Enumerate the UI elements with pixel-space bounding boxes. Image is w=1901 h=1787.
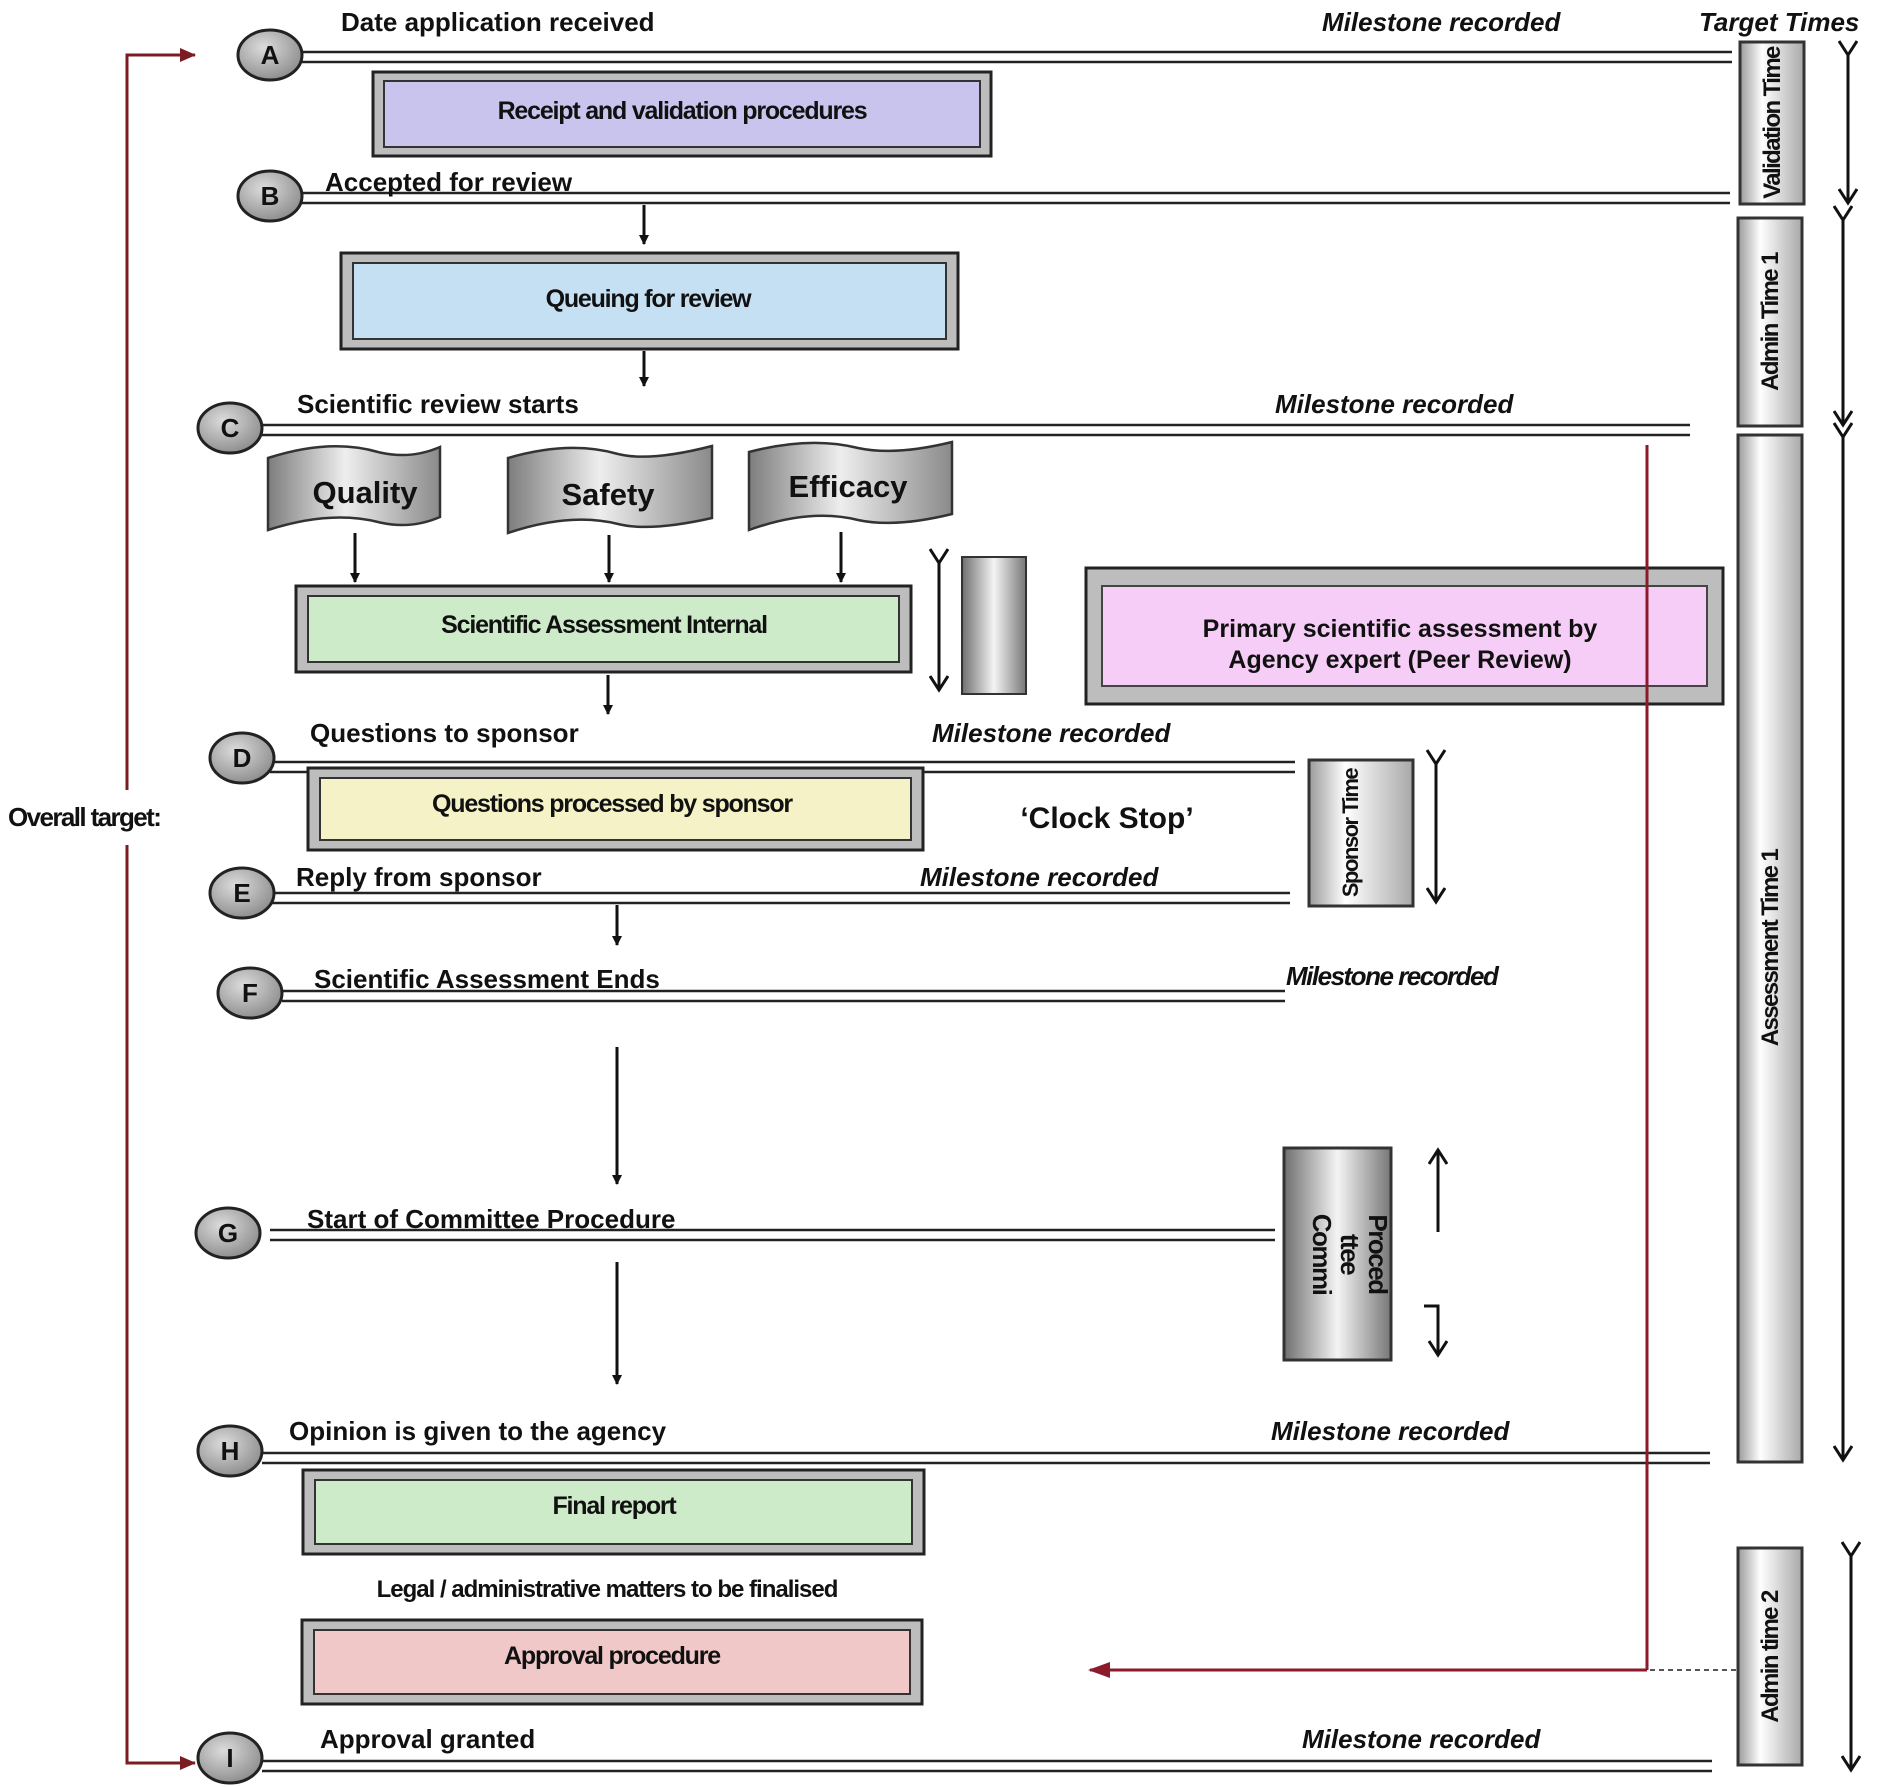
milestone-f-title: Scientific Assessment Ends bbox=[314, 964, 660, 994]
internal-time-bar bbox=[961, 556, 1027, 695]
target-times-heading: Target Times bbox=[1699, 7, 1859, 37]
quality-sheet: Quality bbox=[266, 445, 442, 532]
questions-sponsor-box: Questions processed by sponsor bbox=[306, 766, 925, 852]
validation-time-bar: Validation Time bbox=[1738, 40, 1806, 206]
receipt-validation-box: Receipt and validation procedures bbox=[371, 70, 993, 158]
milestone-circle-e: E bbox=[208, 866, 276, 920]
milestone-f-recorded: Milestone recorded bbox=[1286, 961, 1500, 991]
milestone-circle-b: B bbox=[236, 169, 304, 223]
assessment-internal-box: Scientific Assessment Internal bbox=[294, 584, 913, 674]
efficacy-label: Efficacy bbox=[789, 469, 909, 504]
milestone-b-letter: B bbox=[261, 181, 280, 211]
milestone-g-letter: G bbox=[218, 1218, 238, 1248]
final-report-box: Final report bbox=[301, 1468, 926, 1556]
milestone-c-recorded: Milestone recorded bbox=[1275, 389, 1515, 419]
approval-procedure-box: Approval procedure bbox=[300, 1618, 924, 1706]
sponsor-time-label: Sponsor Time bbox=[1338, 768, 1363, 898]
safety-label: Safety bbox=[561, 477, 655, 512]
milestone-c-letter: C bbox=[221, 413, 240, 443]
milestone-circle-f: F bbox=[216, 966, 284, 1020]
committee-label-1: Commi bbox=[1307, 1214, 1337, 1295]
queuing-box: Queuing for review bbox=[339, 251, 960, 351]
milestone-h-letter: H bbox=[221, 1436, 240, 1466]
approval-procedure-label: Approval procedure bbox=[504, 1642, 721, 1670]
committee-procedure-bar: Commi ttee Proced bbox=[1282, 1146, 1393, 1362]
milestone-d-recorded: Milestone recorded bbox=[932, 718, 1172, 748]
milestone-h-recorded: Milestone recorded bbox=[1271, 1416, 1511, 1446]
milestone-i-letter: I bbox=[226, 1743, 233, 1773]
peer-review-box: Primary scientific assessment by Agency … bbox=[1084, 566, 1725, 706]
milestone-circle-g: G bbox=[194, 1206, 262, 1260]
assessment-time-1-label: Assessment Time 1 bbox=[1757, 849, 1784, 1047]
milestone-d-letter: D bbox=[233, 743, 252, 773]
admin-time-1-label: Admin Time 1 bbox=[1757, 252, 1784, 391]
clock-stop-label: ‘Clock Stop’ bbox=[1020, 802, 1193, 835]
committee-label-3: Proced bbox=[1363, 1214, 1393, 1294]
validation-time-label: Validation Time bbox=[1759, 46, 1786, 199]
milestone-g-title: Start of Committee Procedure bbox=[307, 1204, 675, 1234]
admin-time-2-bar: Admin time 2 bbox=[1736, 1546, 1804, 1767]
milestone-circle-a: A bbox=[236, 28, 304, 82]
milestone-f-letter: F bbox=[242, 978, 258, 1008]
questions-sponsor-label: Questions processed by sponsor bbox=[432, 790, 793, 818]
milestone-e-recorded: Milestone recorded bbox=[920, 862, 1160, 892]
sponsor-time-bar: Sponsor Time bbox=[1307, 758, 1415, 908]
assessment-internal-label: Scientific Assessment Internal bbox=[441, 611, 767, 639]
receipt-validation-label: Receipt and validation procedures bbox=[498, 97, 867, 125]
milestone-e-letter: E bbox=[233, 878, 250, 908]
milestone-a-recorded: Milestone recorded bbox=[1322, 7, 1562, 37]
milestone-circle-h: H bbox=[196, 1424, 264, 1478]
milestone-circle-i: I bbox=[196, 1731, 264, 1785]
milestone-d-title: Questions to sponsor bbox=[310, 718, 579, 748]
milestone-a-letter: A bbox=[261, 40, 280, 70]
admin-time-2-label: Admin time 2 bbox=[1757, 1590, 1784, 1723]
quality-label: Quality bbox=[312, 475, 418, 510]
feedback-line bbox=[1088, 445, 1738, 1678]
peer-review-line2: Agency expert (Peer Review) bbox=[1228, 646, 1571, 674]
final-report-label: Final report bbox=[552, 1492, 677, 1520]
milestone-lines bbox=[262, 50, 1732, 1773]
overall-target-label: Overall target: bbox=[8, 802, 160, 832]
overall-target-bracket bbox=[125, 48, 196, 1770]
committee-arrow-down bbox=[1424, 1304, 1438, 1355]
milestone-circle-c: C bbox=[196, 401, 264, 455]
milestone-i-recorded: Milestone recorded bbox=[1302, 1724, 1542, 1754]
safety-sheet: Safety bbox=[506, 444, 714, 535]
milestone-e-title: Reply from sponsor bbox=[296, 862, 542, 892]
milestone-circle-d: D bbox=[208, 731, 276, 785]
milestone-b-title: Accepted for review bbox=[325, 167, 573, 197]
milestone-i-title: Approval granted bbox=[320, 1724, 535, 1754]
milestone-a-title: Date application received bbox=[341, 7, 655, 37]
peer-review-line1: Primary scientific assessment by bbox=[1203, 615, 1598, 643]
flow-arrows bbox=[350, 205, 846, 1385]
milestone-h-title: Opinion is given to the agency bbox=[289, 1416, 667, 1446]
queuing-label: Queuing for review bbox=[546, 285, 753, 313]
efficacy-sheet: Efficacy bbox=[747, 440, 954, 532]
milestone-c-title: Scientific review starts bbox=[297, 389, 579, 419]
assessment-time-1-bar: Assessment Time 1 bbox=[1736, 433, 1804, 1464]
committee-label-2: ttee bbox=[1335, 1234, 1365, 1275]
admin-time-1-bar: Admin Time 1 bbox=[1736, 216, 1804, 428]
legal-admin-note: Legal / administrative matters to be fin… bbox=[377, 1576, 838, 1603]
